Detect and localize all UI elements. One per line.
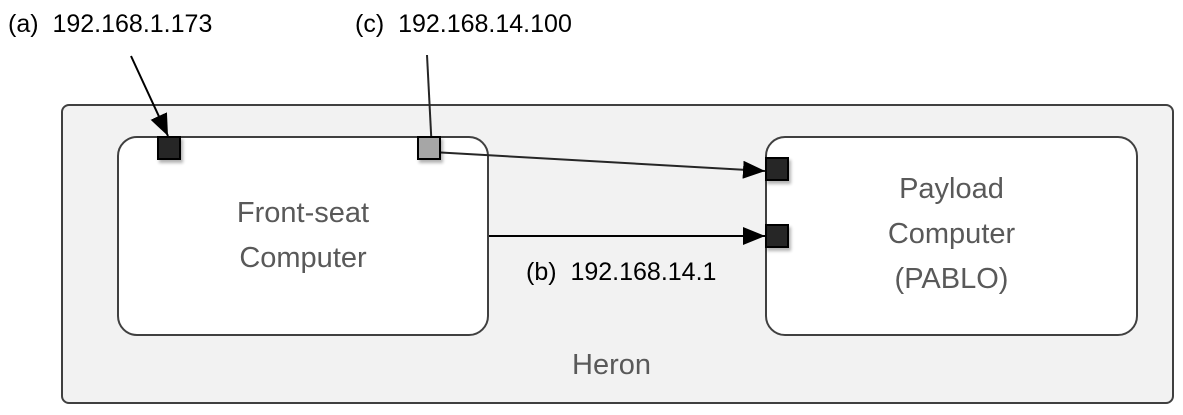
annotation-c-tag: (c) <box>355 10 385 38</box>
annotation-a-ip: 192.168.1.173 <box>52 10 213 38</box>
front-seat-label-line-2: Computer <box>239 242 367 274</box>
front-seat-computer-node: Front-seat Computer <box>117 136 489 336</box>
annotation-b-tag: (b) <box>526 258 557 286</box>
arrow-a-to-front-seat-port <box>130 55 169 137</box>
annotation-a: (a) 192.168.1.173 <box>8 10 212 39</box>
payload-label-line-3: (PABLO) <box>894 262 1009 295</box>
annotation-b-ip: 192.168.14.1 <box>570 258 717 286</box>
front-seat-port-a <box>157 136 181 160</box>
payload-label-line-1: Payload <box>899 172 1004 205</box>
annotation-c: (c) 192.168.14.100 <box>355 10 572 39</box>
leader-c-to-port <box>426 54 433 153</box>
payload-port-upper <box>765 157 789 181</box>
annotation-a-tag: (a) <box>8 10 39 38</box>
annotation-c-ip: 192.168.14.100 <box>398 10 572 38</box>
payload-port-lower <box>765 224 789 248</box>
payload-computer-node: Payload Computer (PABLO) <box>765 136 1138 336</box>
front-seat-port-c <box>417 136 441 160</box>
payload-label-line-2: Computer <box>887 217 1016 250</box>
annotation-b: (b) 192.168.14.1 <box>526 258 716 287</box>
heron-label: Heron <box>572 349 651 381</box>
front-seat-label-line-1: Front-seat <box>236 197 370 229</box>
arrow-c-to-payload-port <box>431 151 766 179</box>
